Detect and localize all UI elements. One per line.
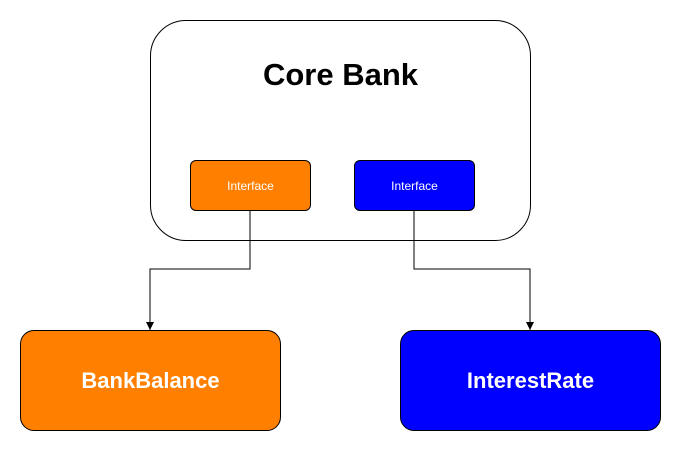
arrowhead-left bbox=[146, 322, 154, 330]
core-bank-title: Core Bank bbox=[262, 57, 419, 92]
bank-balance-label: BankBalance bbox=[81, 367, 220, 393]
interface-label-left: Interface bbox=[227, 178, 274, 193]
bank-balance-box: BankBalance bbox=[20, 330, 281, 431]
interest-rate-label: InterestRate bbox=[466, 367, 595, 393]
interface-box-left: Interface bbox=[190, 160, 311, 211]
arrowhead-right bbox=[526, 322, 534, 330]
interface-label-right: Interface bbox=[391, 178, 438, 193]
interface-box-right: Interface bbox=[354, 160, 475, 211]
interest-rate-box: InterestRate bbox=[400, 330, 661, 431]
